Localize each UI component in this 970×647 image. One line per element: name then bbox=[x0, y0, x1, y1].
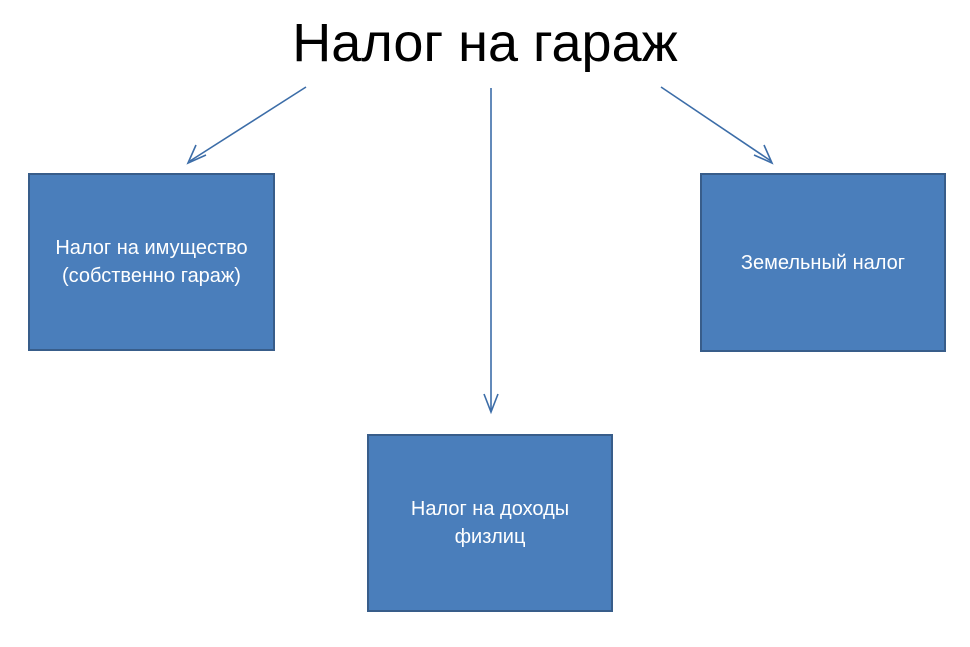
node-income-tax[interactable]: Налог на доходы физлиц bbox=[367, 434, 613, 612]
connector-to-property-tax bbox=[186, 86, 307, 165]
node-land-tax-label: Земельный налог bbox=[740, 251, 906, 274]
connector-to-land-tax bbox=[660, 86, 774, 165]
node-income-tax-label: Налог на доходы физлиц bbox=[410, 498, 570, 548]
node-property-tax[interactable]: Налог на имущество (собственно гараж) bbox=[28, 173, 275, 351]
node-land-tax[interactable]: Земельный налог bbox=[700, 173, 946, 352]
page-title: Налог на гараж bbox=[292, 13, 678, 73]
node-property-tax-label: Налог на имущество (собственно гараж) bbox=[55, 237, 248, 287]
connector-to-income-tax bbox=[483, 88, 499, 415]
